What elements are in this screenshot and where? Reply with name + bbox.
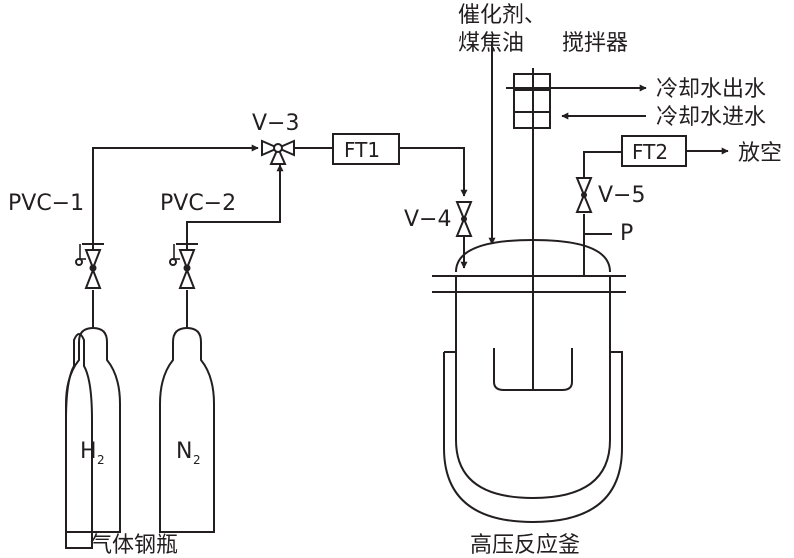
h2-feed-line: [92, 144, 259, 244]
v4-valve: [455, 201, 473, 237]
pvc2-label: PVC−2: [160, 191, 236, 216]
n2-label: N: [176, 439, 192, 464]
cooling-in-label: 冷却水进水: [656, 105, 766, 130]
vent-label: 放空: [738, 141, 782, 166]
ft1-label: FT1: [344, 138, 380, 162]
n2-subscript: 2: [193, 453, 201, 467]
pvc1-valve: [75, 243, 104, 289]
v5-valve: [575, 177, 593, 213]
v5-label: V−5: [598, 183, 645, 208]
h2-subscript: 2: [97, 453, 105, 467]
n2-feed-line: [186, 164, 284, 244]
ft1-v4-line: [399, 147, 468, 197]
catalyst-label-line1: 催化剂、: [458, 3, 546, 28]
catalyst-label-line2: 煤焦油: [458, 31, 524, 56]
n2-cylinder-body: [159, 326, 215, 533]
cooling-jacket: [443, 351, 623, 524]
ft1-flowmeter: [332, 133, 400, 165]
cylinders-caption: 气体钢瓶: [90, 533, 178, 558]
v3-valve: [261, 139, 295, 165]
stirrer-label: 搅拌器: [562, 31, 628, 56]
h2-label: H: [80, 439, 97, 464]
pvc1-label: PVC−1: [8, 191, 84, 216]
pvc2-valve: [169, 243, 198, 289]
ft2-label: FT2: [632, 140, 668, 164]
stirrer-paddle: [493, 348, 573, 391]
v5-ft2-line: [583, 151, 622, 178]
v4-label: V−4: [404, 207, 451, 232]
reactor-vessel: [432, 238, 626, 500]
reactor-caption: 高压反应釜: [470, 533, 580, 558]
v3-label: V−3: [252, 111, 299, 136]
pressure-label: P: [620, 221, 633, 246]
cooling-out-label: 冷却水出水: [656, 77, 766, 102]
